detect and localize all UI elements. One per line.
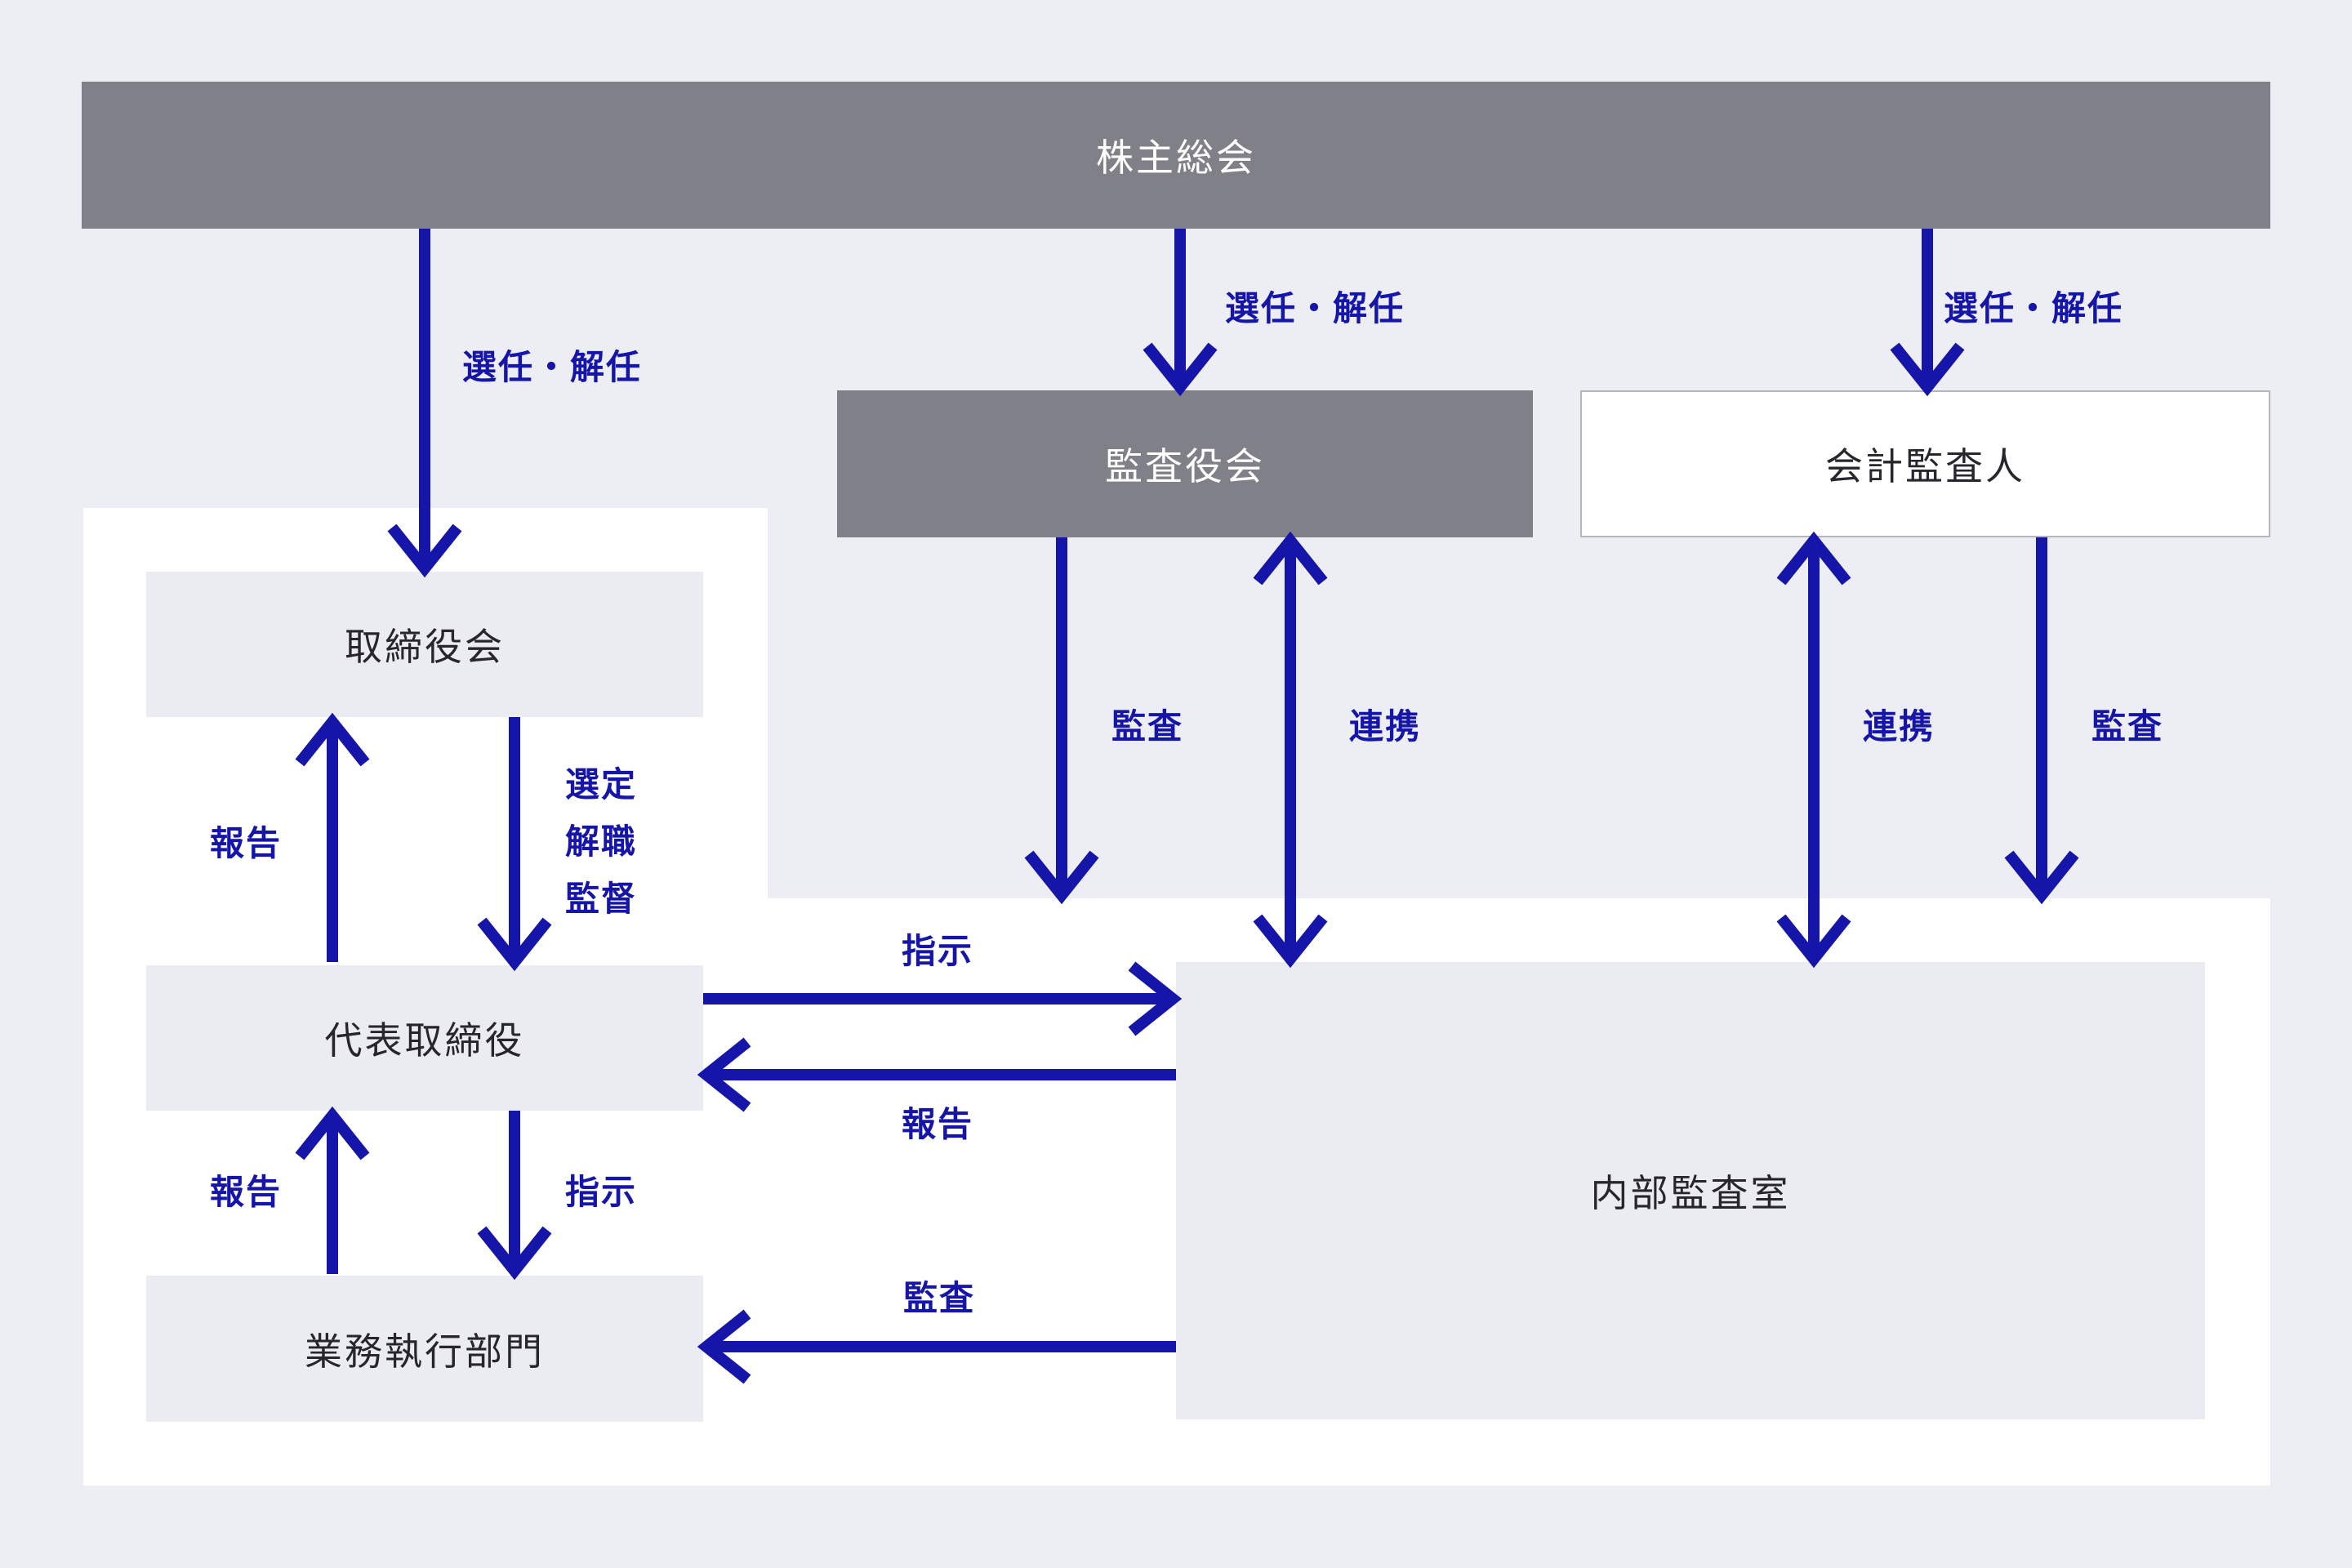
edge-label-audit-of-execution: 監査 (902, 1279, 976, 1317)
box-shareholders-meeting: 株主総会 (82, 82, 2270, 229)
box-audit-committee: 監査役会 (837, 390, 1533, 537)
arrow-cooperation-accounting-auditor-head-up (1776, 531, 1851, 586)
arrow-instruct-internal-audit-head (1128, 961, 1183, 1036)
box-audit-committee-label: 監査役会 (1105, 445, 1265, 488)
arrow-audit-by-audit-committee-head (1024, 850, 1099, 905)
arrow-report-from-internal-audit-head (697, 1037, 751, 1112)
box-accounting-auditor: 会計監査人 (1580, 390, 2270, 537)
arrow-select-dismiss-supervise (477, 717, 552, 972)
arrow-cooperation-audit-committee-head-up (1253, 531, 1328, 586)
arrow-audit-of-execution (697, 1309, 1176, 1384)
box-representative-director-label: 代表取締役 (324, 1019, 525, 1062)
arrow-appoint-board-head (387, 523, 462, 578)
arrow-appoint-accounting-auditor-head (1890, 342, 1965, 397)
edge-label-audit-by-accounting-auditor: 監査 (2091, 707, 2164, 746)
edge-label-instruct-execution: 指示 (564, 1173, 638, 1211)
edge-label-select: 選定 (564, 765, 638, 804)
arrow-appoint-accounting-auditor (1890, 229, 1965, 397)
box-business-execution: 業務執行部門 (146, 1276, 703, 1422)
arrow-audit-by-accounting-auditor (2004, 537, 2079, 905)
arrow-cooperation-audit-committee-head-down (1253, 914, 1328, 969)
edge-label-report-from-internal-audit: 報告 (901, 1105, 974, 1143)
arrow-audit-of-execution-head (697, 1309, 751, 1384)
box-internal-audit-office: 内部監査室 (1176, 962, 2205, 1419)
arrow-instruct-execution-head (477, 1226, 552, 1281)
box-internal-audit-office-label: 内部監査室 (1590, 1172, 1791, 1214)
arrow-report-to-representative-head (295, 1106, 370, 1160)
arrow-appoint-audit-committee (1143, 229, 1218, 397)
arrow-cooperation-accounting-auditor-head-down (1776, 914, 1851, 969)
edge-label-select-dismiss-supervise: 選定 解職 監督 (565, 768, 637, 916)
arrow-cooperation-audit-committee (1253, 531, 1328, 969)
arrow-report-to-board (295, 712, 370, 962)
box-business-execution-label: 業務執行部門 (305, 1330, 545, 1373)
arrow-select-dismiss-supervise-head (477, 917, 552, 972)
box-board-of-directors-label: 取締役会 (345, 626, 505, 668)
box-representative-director: 代表取締役 (146, 965, 703, 1111)
arrow-instruct-internal-audit (703, 961, 1183, 1036)
arrow-audit-by-audit-committee (1024, 537, 1099, 905)
edge-label-cooperation-audit-committee: 連携 (1348, 707, 1422, 746)
box-accounting-auditor-label: 会計監査人 (1825, 445, 2025, 488)
arrow-cooperation-accounting-auditor (1776, 531, 1851, 969)
arrow-instruct-execution (477, 1111, 552, 1281)
edge-label-instruct-internal-audit: 指示 (901, 932, 974, 970)
arrow-audit-by-accounting-auditor-head (2004, 850, 2079, 905)
arrow-appoint-board (387, 229, 462, 578)
edge-label-appoint-board: 選任・解任 (461, 348, 643, 386)
edge-label-cooperation-accounting-auditor: 連携 (1862, 707, 1936, 746)
box-shareholders-meeting-label: 株主総会 (1096, 136, 1256, 179)
arrow-report-from-internal-audit (697, 1037, 1176, 1112)
edge-label-appoint-audit-committee: 選任・解任 (1224, 289, 1405, 327)
edge-label-dismiss: 解職 (564, 822, 638, 861)
box-board-of-directors: 取締役会 (146, 572, 703, 717)
edge-label-audit-by-audit-committee: 監査 (1111, 707, 1184, 746)
arrow-report-to-board-head (295, 712, 370, 767)
edge-label-report-to-board: 報告 (209, 824, 283, 862)
arrow-report-to-representative (295, 1106, 370, 1274)
edge-label-appoint-accounting-auditor: 選任・解任 (1943, 289, 2124, 327)
arrow-appoint-audit-committee-head (1143, 342, 1218, 397)
edge-label-report-to-representative: 報告 (209, 1173, 283, 1211)
edge-label-supervise: 監督 (564, 880, 638, 918)
